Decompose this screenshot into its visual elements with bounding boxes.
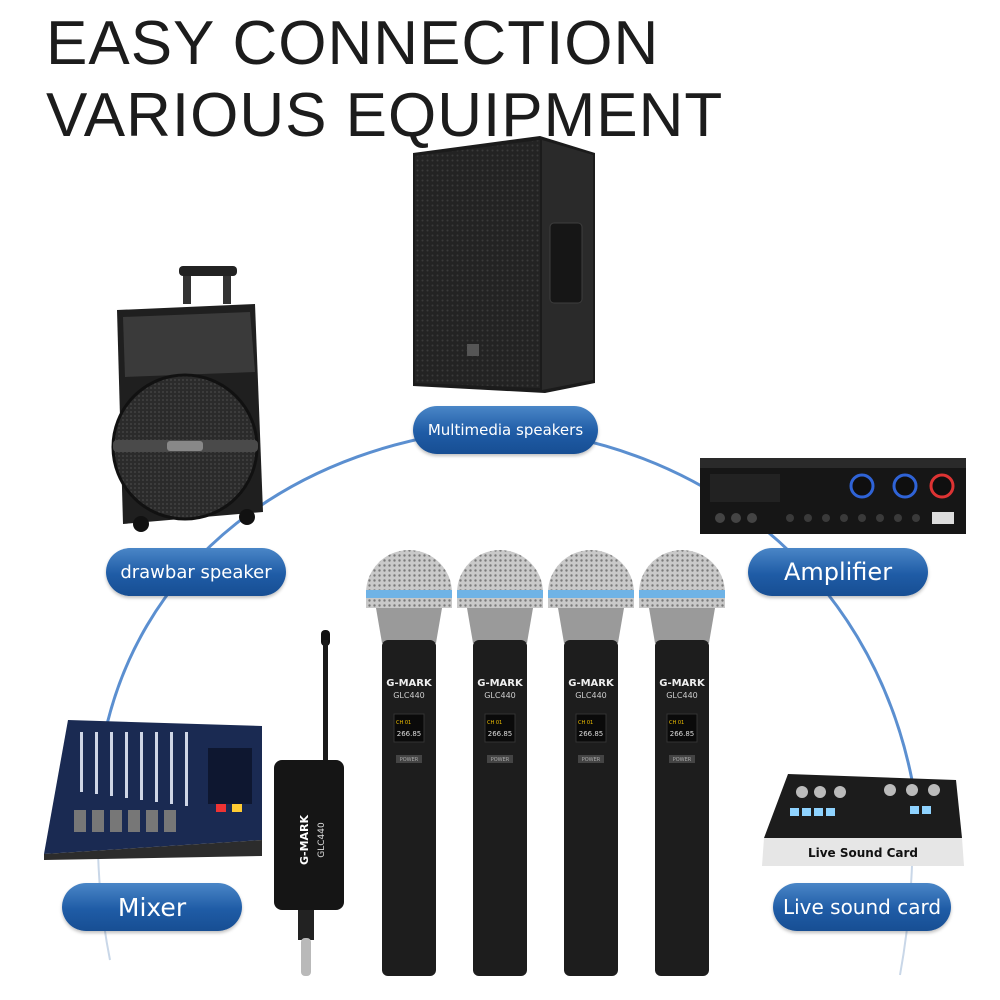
mic-4-brand: G-MARK (659, 678, 706, 689)
mic-3-brand: G-MARK (568, 678, 615, 689)
receiver-brand: G-MARK (298, 815, 311, 866)
amplifier-image (700, 458, 966, 534)
mic-2-channel: CH 01 (487, 720, 502, 726)
mic-1-brand: G-MARK (386, 678, 433, 689)
label-amplifier: Amplifier (748, 548, 928, 596)
microphone-2-image: G-MARK GLC440 CH 01 266.85 POWER (457, 550, 543, 976)
multimedia-speaker-image (413, 136, 595, 393)
microphone-3-image: G-MARK GLC440 CH 01 266.85 POWER (548, 550, 634, 976)
label-mixer: Mixer (62, 883, 242, 931)
headline-line-2: VARIOUS EQUIPMENT (46, 81, 724, 150)
mic-1-model: GLC440 (393, 691, 425, 700)
mixer-image (44, 720, 262, 860)
mic-4-power-label: POWER (673, 757, 692, 763)
receiver-model: GLC440 (317, 822, 327, 858)
mic-3-model: GLC440 (575, 691, 607, 700)
microphone-4-image: G-MARK GLC440 CH 01 266.85 POWER (639, 550, 725, 976)
mic-1-frequency: 266.85 (397, 730, 422, 738)
mic-2-model: GLC440 (484, 691, 516, 700)
mic-3-power-label: POWER (582, 757, 601, 763)
receiver-image: G-MARK GLC440 (274, 630, 344, 976)
mic-3-frequency: 266.85 (579, 730, 604, 738)
mic-3-channel: CH 01 (578, 720, 593, 726)
mic-1-channel: CH 01 (396, 720, 411, 726)
label-live-sound-card: Live sound card (773, 883, 951, 931)
drawbar-speaker-image (111, 266, 263, 532)
label-drawbar-speaker: drawbar speaker (106, 548, 286, 596)
sound-card-panel-text: Live Sound Card (808, 846, 918, 860)
mic-4-frequency: 266.85 (670, 730, 695, 738)
mic-4-model: GLC440 (666, 691, 698, 700)
sound-card-image: Live Sound Card (762, 774, 964, 866)
headline: EASY CONNECTION VARIOUS EQUIPMENT (46, 8, 723, 152)
mic-2-power-label: POWER (491, 757, 510, 763)
headline-line-1: EASY CONNECTION (46, 9, 660, 78)
label-multimedia-speakers: Multimedia speakers (413, 406, 598, 454)
mic-4-channel: CH 01 (669, 720, 684, 726)
mic-2-brand: G-MARK (477, 678, 524, 689)
mic-1-power-label: POWER (400, 757, 419, 763)
mic-2-frequency: 266.85 (488, 730, 513, 738)
microphone-1-image: G-MARK GLC440 CH 01 266.85 POWER (366, 550, 452, 976)
